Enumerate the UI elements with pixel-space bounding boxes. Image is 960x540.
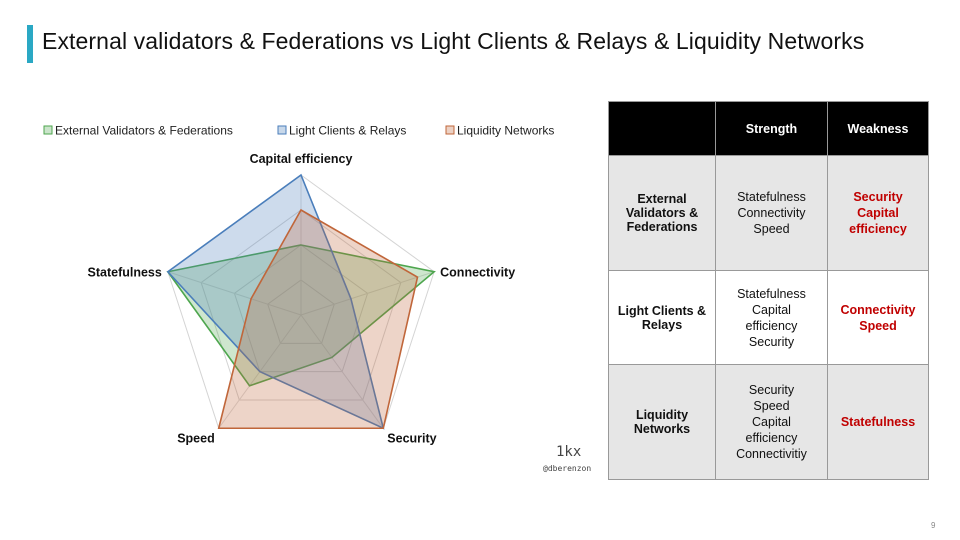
chart-legend: External Validators & Federations Light C… (43, 124, 554, 138)
row-label: External Validators & Federations (608, 155, 716, 271)
title-accent-bar (27, 25, 33, 63)
table-header-empty (608, 101, 716, 156)
axis-label: Security (387, 431, 436, 445)
table-header-strength: Strength (715, 101, 828, 156)
strength-item: Capital (752, 415, 791, 429)
weakness-item: efficiency (849, 222, 907, 236)
strength-item: Connectivitiy (736, 447, 807, 461)
table-header-row: Strength Weakness (608, 101, 929, 156)
table-header-weakness: Weakness (827, 101, 929, 156)
row-label: Liquidity Networks (608, 364, 716, 480)
strength-item: efficiency (745, 318, 798, 333)
brand-logo-text: 1kx (556, 444, 582, 460)
weakness-item: Statefulness (840, 415, 916, 429)
strength-item: Speed (753, 222, 790, 236)
slide-title: External validators & Federations vs Lig… (42, 28, 865, 54)
weakness-item: Security (853, 190, 903, 204)
legend-label: External Validators & Federations (55, 124, 233, 138)
strength-item: efficiency (745, 431, 798, 445)
grid-ring-1 (267, 279, 335, 344)
comparison-table: Strength Weakness External Validators & … (608, 101, 929, 480)
axis-label: Capital efficiency (250, 152, 353, 166)
legend-swatch (277, 125, 287, 135)
weakness-item: Connectivity (840, 302, 916, 317)
strength-item: Capital (752, 302, 791, 317)
strength-item: Security (748, 334, 795, 349)
axis-spoke (300, 314, 384, 429)
row-label: Light Clients & Relays (608, 270, 716, 365)
page-number: 9 (931, 521, 936, 530)
radar-chart: External Validators & Federations Light C… (43, 124, 554, 445)
series-area-1 (166, 173, 385, 430)
strength-item: Statefulness (737, 190, 806, 204)
axis-spoke (167, 271, 302, 316)
legend-swatch (445, 125, 455, 135)
axis-label: Speed (177, 431, 215, 445)
radar-series (166, 173, 436, 430)
legend-label: Liquidity Networks (457, 124, 554, 138)
axis-label: Statefulness (88, 266, 162, 280)
strength-item: Security (748, 383, 795, 397)
author-handle: @dberenzon (543, 464, 592, 473)
weakness-cell: Statefulness (827, 364, 929, 480)
weakness-item: Capital (857, 206, 899, 220)
legend-swatch (43, 125, 53, 135)
legend-label: Light Clients & Relays (289, 124, 406, 138)
weakness-item: Speed (859, 318, 897, 333)
axis-label: Connectivity (440, 266, 515, 280)
axis-spoke (300, 271, 435, 316)
strength-item: Connectivity (737, 206, 806, 220)
grid-ring-2 (233, 244, 369, 373)
series-area-0 (166, 244, 436, 387)
grid-ring-3 (200, 209, 402, 401)
strength-item: Statefulness (737, 286, 806, 301)
series-area-2 (217, 208, 419, 430)
strength-item: Speed (753, 399, 790, 413)
